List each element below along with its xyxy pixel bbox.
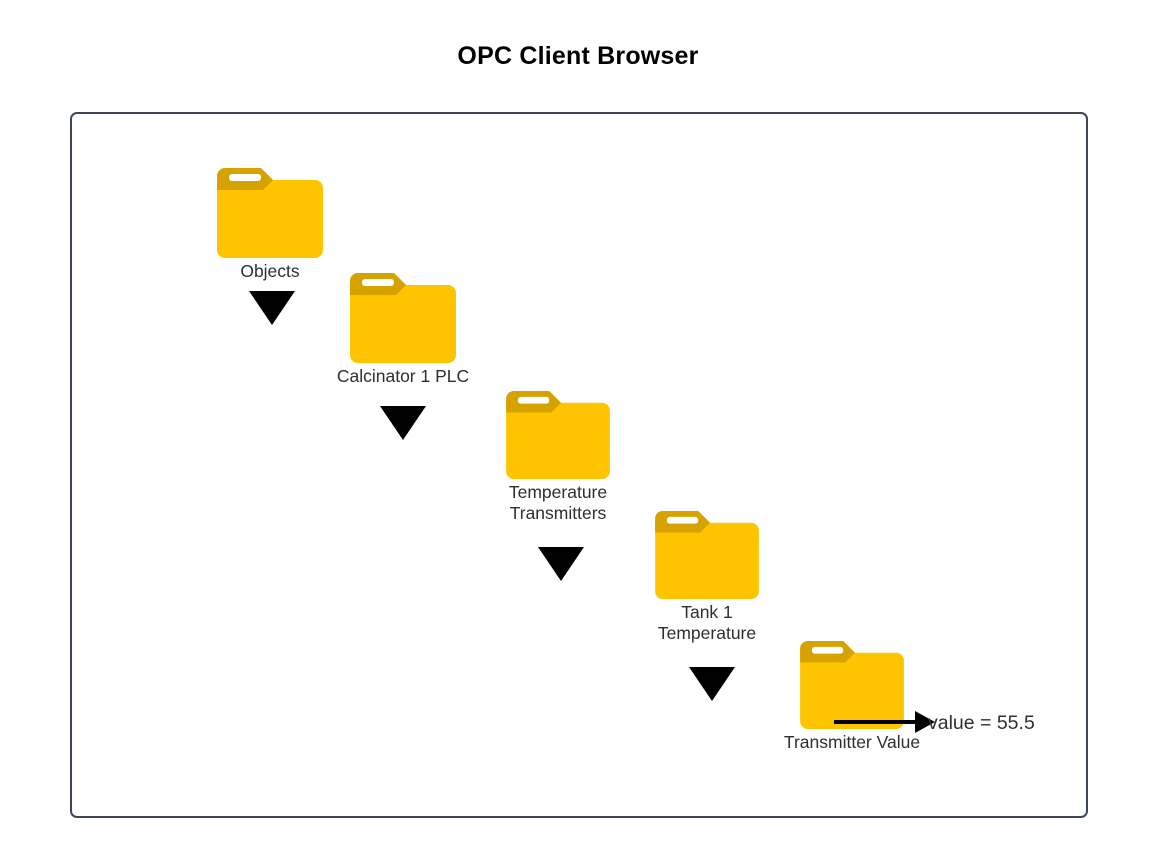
folder-wrap [732,639,972,730]
triangle-down-icon [380,406,426,440]
tree-node-label: Tank 1 Temperature [657,602,757,643]
folder-icon[interactable] [215,166,325,259]
tree-node-tank-1-temperature[interactable]: Tank 1 Temperature [587,509,827,644]
folder-icon[interactable] [653,509,761,600]
diagram-frame: Objects Calcinator 1 PLC Temperature Tra… [70,112,1088,818]
tree-node-label: Temperature Transmitters [508,482,608,523]
tree-node-objects[interactable]: Objects [150,166,390,282]
folder-wrap [283,271,523,364]
folder-icon[interactable] [348,271,458,364]
folder-wrap [438,389,678,480]
folder-icon[interactable] [504,389,612,480]
triangle-down-icon [538,547,584,581]
folder-icon[interactable] [798,639,906,730]
triangle-down-icon [249,291,295,325]
tree-node-label: Transmitter Value [783,732,921,752]
triangle-down-icon [689,667,735,701]
value-annotation-label: value = 55.5 [928,712,1035,734]
folder-wrap [587,509,827,600]
folder-wrap [150,166,390,259]
page-title: OPC Client Browser [457,42,699,70]
arrow-right-head-icon [915,711,935,733]
tree-node-label: Objects [240,261,300,281]
arrow-right-icon [834,720,920,724]
tree-node-temperature-transmitters[interactable]: Temperature Transmitters [438,389,678,524]
tree-node-plc[interactable]: Calcinator 1 PLC [283,271,523,387]
tree-node-transmitter-value[interactable]: Transmitter Value [732,639,972,753]
tree-node-label: Calcinator 1 PLC [336,366,470,386]
